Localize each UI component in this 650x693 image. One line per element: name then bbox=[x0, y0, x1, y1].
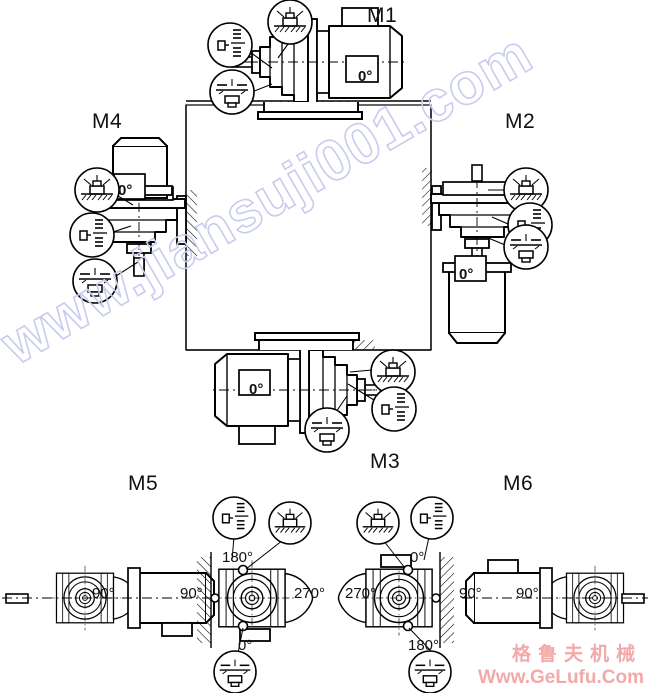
callout-breather-plug-icon-m1 bbox=[267, 0, 313, 45]
position-label-m5: M5 bbox=[128, 472, 159, 495]
callout-oil-level-plug-icon-m5-detail bbox=[212, 496, 256, 540]
reference-box bbox=[185, 104, 432, 351]
callout-bubbles bbox=[69, 0, 553, 693]
position-label-m1: M1 bbox=[367, 4, 398, 27]
unit-m5 bbox=[2, 565, 218, 637]
unit-m5-detail bbox=[197, 536, 314, 654]
angle-label-m5-detail-3: 90° bbox=[180, 585, 203, 602]
angle-label-m6-detail-6: 0° bbox=[410, 549, 425, 566]
position-label-m4: M4 bbox=[92, 110, 123, 133]
unit-m6 bbox=[462, 559, 648, 631]
motor-angle-m1: 0° bbox=[358, 68, 373, 85]
callout-oil-drain-plug-icon-m3 bbox=[304, 407, 350, 453]
callout-breather-plug-icon-m5-detail bbox=[268, 501, 312, 545]
callout-breather-plug-icon-m6-detail bbox=[356, 501, 400, 545]
unit-m6-detail bbox=[337, 536, 454, 654]
callout-oil-drain-plug-icon-m2 bbox=[503, 224, 549, 270]
callout-oil-level-plug-icon-m4 bbox=[69, 212, 115, 258]
motor-angle-m2: 0° bbox=[459, 266, 474, 283]
angle-label-m6-detail-8: 90° bbox=[459, 585, 482, 602]
motor-angle-m4: 0° bbox=[118, 182, 133, 199]
angle-label-m6-1: 90° bbox=[516, 585, 539, 602]
callout-oil-level-plug-icon-m6-detail bbox=[410, 496, 454, 540]
watermark-brand-cn: 格鲁夫机械 bbox=[511, 643, 642, 665]
callout-breather-plug-icon-m4 bbox=[74, 167, 120, 213]
unit-m2 bbox=[422, 105, 524, 350]
callout-oil-drain-plug-icon-m6-detail bbox=[408, 650, 452, 693]
motor-angle-m3: 0° bbox=[249, 381, 264, 398]
angle-label-m6-detail-9: 180° bbox=[408, 637, 440, 654]
callout-oil-drain-plug-icon-m5-detail bbox=[213, 650, 257, 693]
position-label-m2: M2 bbox=[505, 110, 536, 133]
angle-label-m5-detail-2: 180° bbox=[222, 549, 254, 566]
callout-oil-drain-plug-icon-m4 bbox=[72, 258, 118, 304]
angle-label-m6-detail-7: 270° bbox=[345, 585, 377, 602]
callout-oil-level-plug-icon-m1 bbox=[207, 22, 253, 68]
watermark-brand-en: Www.GeLufu.Com bbox=[477, 667, 644, 688]
callout-oil-level-plug-icon-m3 bbox=[371, 386, 417, 432]
callout-oil-drain-plug-icon-m1 bbox=[209, 69, 255, 115]
position-label-m6: M6 bbox=[503, 472, 534, 495]
angle-label-m5-0: 90° bbox=[92, 585, 115, 602]
angle-label-m5-detail-5: 0° bbox=[238, 637, 253, 654]
unit-m1 bbox=[186, 7, 431, 120]
angle-label-m5-detail-4: 270° bbox=[294, 585, 326, 602]
position-label-m3: M3 bbox=[370, 450, 401, 473]
